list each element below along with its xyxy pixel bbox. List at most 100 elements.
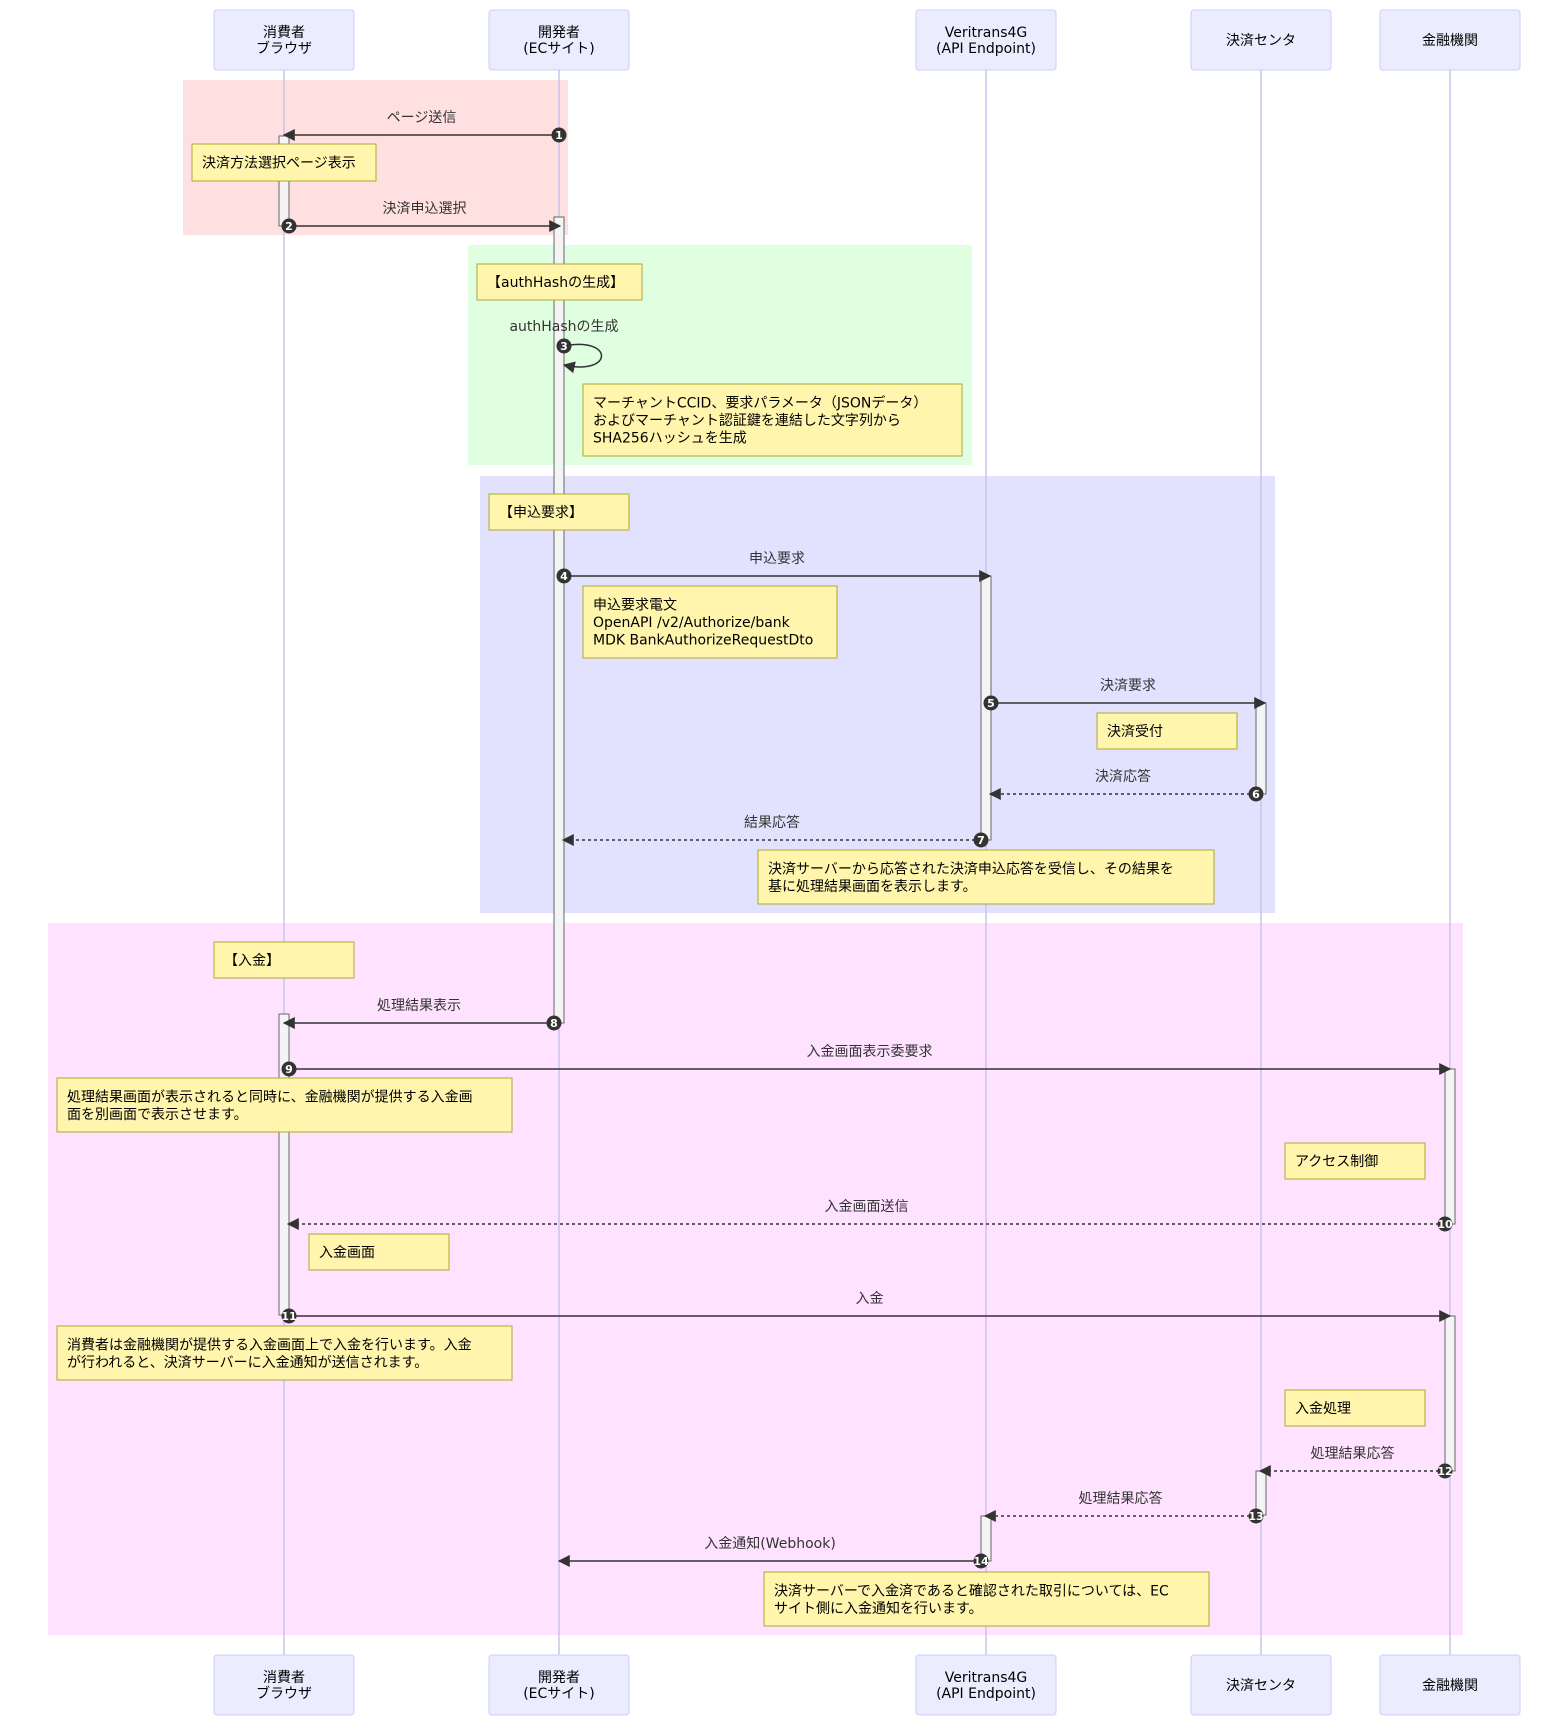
message-label: 入金通知(Webhook) — [704, 1535, 836, 1552]
note-text: OpenAPI /v2/Authorize/bank — [593, 615, 791, 631]
message-label: 入金画面送信 — [825, 1199, 909, 1215]
actor-box — [1190, 1654, 1332, 1716]
note-box — [1284, 1142, 1426, 1180]
note-box — [56, 1325, 513, 1381]
message-8: 処理結果表示 8 — [282, 998, 562, 1031]
sequence-number-badge — [556, 568, 572, 584]
actor-label: Veritrans4G — [945, 1670, 1028, 1686]
note-box — [757, 849, 1215, 905]
note-text: 【authHashの生成】 — [487, 275, 624, 291]
sequence-number: 6 — [1252, 788, 1260, 801]
note-request-title: 【申込要求】 — [488, 493, 630, 531]
message-4: 申込要求 4 — [556, 551, 992, 584]
actor-developer-top: 開発者(ECサイト) — [488, 9, 630, 71]
note-text: アクセス制御 — [1295, 1154, 1378, 1170]
note-result-desc: 決済サーバーから応答された決済申込応答を受信し、その結果を基に処理結果画面を表示… — [757, 849, 1215, 905]
note-box — [582, 585, 838, 659]
note-box — [476, 263, 643, 301]
actor-label: ブラウザ — [256, 1685, 312, 1702]
note-notify-desc: 決済サーバーで入金済であると確認された取引については、ECサイト側に入金通知を行… — [763, 1571, 1210, 1627]
actor-bank-bottom: 金融機関 — [1379, 1654, 1521, 1716]
sequence-number-badge — [551, 127, 567, 143]
actor-box — [488, 1654, 630, 1716]
sequence-number-badge — [546, 1015, 562, 1031]
message-label: 処理結果表示 — [377, 998, 461, 1014]
actor-veritrans-top: Veritrans4G(API Endpoint) — [915, 9, 1057, 71]
actor-label: 金融機関 — [1422, 1678, 1478, 1694]
message-label: authHashの生成 — [509, 319, 618, 335]
note-text: サイト側に入金通知を行います。 — [774, 1600, 983, 1617]
sequence-number: 14 — [973, 1555, 989, 1568]
note-text: 決済サーバーから応答された決済申込応答を受信し、その結果を — [768, 860, 1174, 877]
sequence-number-badge — [281, 1308, 297, 1324]
note-text: MDK BankAuthorizeRequestDto — [593, 633, 813, 649]
sequence-number: 4 — [560, 570, 568, 583]
actor-box — [915, 9, 1057, 71]
sequence-number-badge — [983, 695, 999, 711]
sequence-number: 10 — [1437, 1218, 1453, 1231]
actor-veritrans-bottom: Veritrans4G(API Endpoint) — [915, 1654, 1057, 1716]
note-box — [1096, 712, 1238, 750]
actor-box — [1190, 9, 1332, 71]
message-13: 処理結果応答 13 — [983, 1490, 1264, 1524]
activation-bank — [1444, 1068, 1456, 1225]
note-accept: 決済受付 — [1096, 712, 1238, 750]
note-text: 基に処理結果画面を表示します。 — [768, 878, 977, 895]
sequence-number: 8 — [550, 1017, 558, 1030]
sequence-number-badge — [1248, 1508, 1264, 1524]
message-label: 申込要求 — [749, 551, 805, 567]
sequence-number: 12 — [1437, 1465, 1452, 1478]
sequence-number: 2 — [285, 220, 293, 233]
actor-label: (ECサイト) — [523, 41, 595, 57]
actor-label: 開発者 — [538, 1670, 580, 1686]
activation-bank — [1444, 1315, 1456, 1472]
actor-bank-top: 金融機関 — [1379, 9, 1521, 71]
actor-label: 決済センタ — [1226, 33, 1296, 49]
message-label: ページ送信 — [387, 110, 457, 126]
message-label: 処理結果応答 — [1311, 1445, 1395, 1462]
note-text: マーチャントCCID、要求パラメータ（JSONデータ） — [593, 395, 927, 412]
note-select-page: 決済方法選択ページ表示 — [191, 143, 377, 182]
actor-label: (ECサイト) — [523, 1686, 595, 1702]
note-text: およびマーチャント認証鍵を連結した文字列から — [593, 413, 901, 429]
message-label: 入金画面表示委要求 — [807, 1044, 933, 1060]
section-request — [480, 476, 1275, 913]
actor-label: (API Endpoint) — [936, 41, 1036, 57]
note-box — [56, 1077, 513, 1133]
actor-label: Veritrans4G — [945, 25, 1028, 41]
actor-label: (API Endpoint) — [936, 1686, 1036, 1702]
note-deposit-title: 【入金】 — [213, 941, 355, 979]
actor-box — [213, 9, 355, 71]
sequence-number: 7 — [977, 834, 985, 847]
activation-consumer — [278, 1013, 290, 1316]
actor-box — [488, 9, 630, 71]
sequence-number: 13 — [1248, 1510, 1263, 1523]
message-label: 処理結果応答 — [1079, 1490, 1163, 1507]
message-14: 入金通知(Webhook) 14 — [557, 1535, 989, 1569]
activation-developer — [553, 216, 565, 1024]
sequence-number-badge — [281, 1061, 297, 1077]
note-text: 決済サーバーで入金済であると確認された取引については、EC — [774, 1583, 1169, 1599]
note-deposit-proc: 入金処理 — [1284, 1389, 1426, 1427]
message-label: 決済応答 — [1095, 768, 1151, 785]
message-label: 結果応答 — [744, 814, 800, 831]
sequence-number-badge — [973, 1553, 989, 1569]
actor-label: 開発者 — [538, 25, 580, 41]
actor-label: 金融機関 — [1422, 33, 1478, 49]
note-box — [308, 1233, 450, 1271]
note-text: 【申込要求】 — [499, 505, 583, 521]
note-text: 処理結果画面が表示されると同時に、金融機関が提供する入金画 — [67, 1089, 473, 1105]
note-box — [213, 941, 355, 979]
sequence-number-badge — [556, 338, 572, 354]
note-box — [582, 383, 963, 457]
note-text: 【入金】 — [224, 953, 280, 969]
message-6: 決済応答 6 — [988, 768, 1264, 802]
note-display-desc: 処理結果画面が表示されると同時に、金融機関が提供する入金画面を別画面で表示させま… — [56, 1077, 513, 1133]
actor-label: ブラウザ — [256, 40, 312, 57]
